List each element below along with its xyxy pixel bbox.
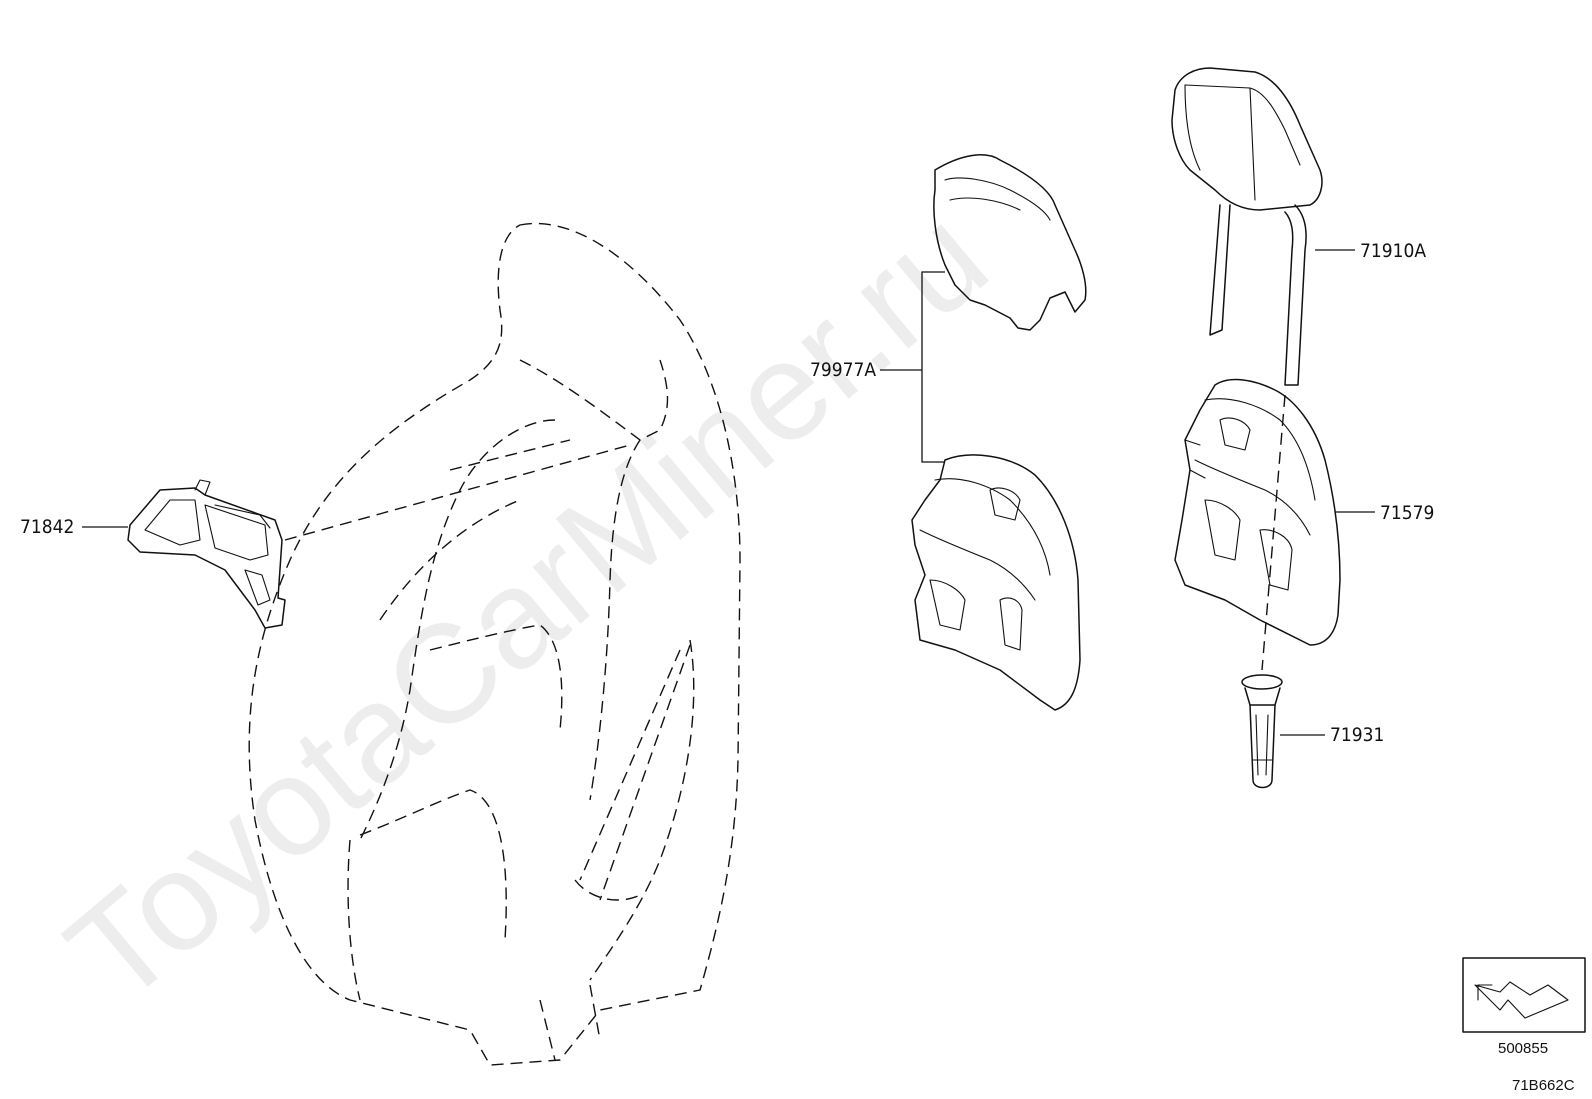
part-79977A-lower-drawing <box>911 454 1081 711</box>
legend-box: 500855 <box>1462 957 1586 1057</box>
watermark: ToyotaCarMiner.ru <box>38 177 1015 1032</box>
callout-79977A: 79977A <box>810 359 876 381</box>
part-71842-drawing <box>127 479 286 629</box>
part-71931-drawing <box>1241 674 1283 789</box>
part-71579-drawing <box>1174 378 1341 646</box>
figure-code: 71B662C <box>1512 1077 1575 1094</box>
callout-71910A: 71910A <box>1360 240 1426 262</box>
callout-71931: 71931 <box>1330 724 1384 746</box>
part-71910A-drawing <box>1171 67 1323 386</box>
legend-ref-code: 500855 <box>1498 1040 1548 1057</box>
part-79977A-upper-drawing <box>933 154 1087 331</box>
seat-back-outline <box>248 222 741 1066</box>
callout-71579: 71579 <box>1380 502 1434 524</box>
callout-71842: 71842 <box>20 516 74 538</box>
